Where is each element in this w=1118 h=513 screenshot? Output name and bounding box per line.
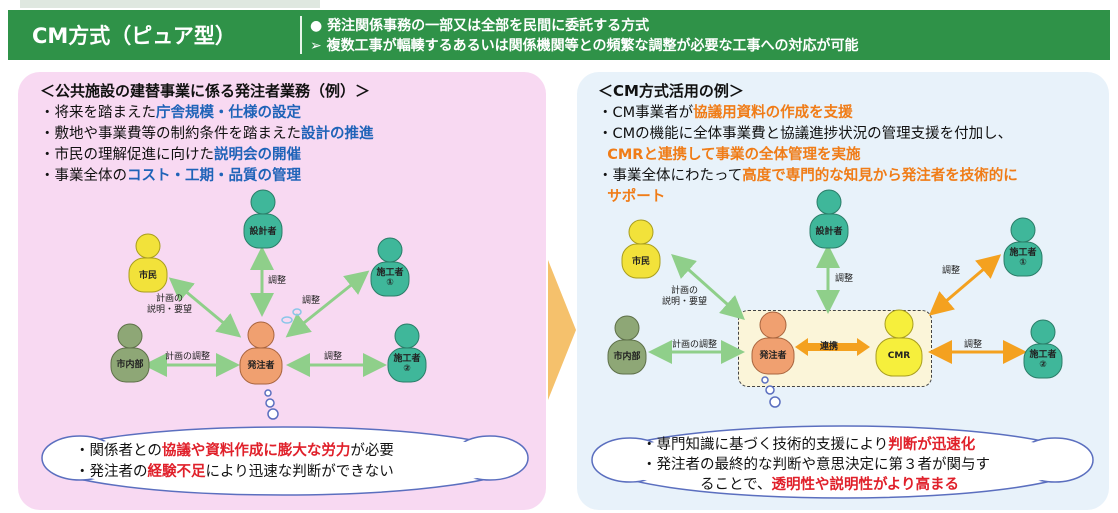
left-item-1: ・将来を踏まえた庁舎規模・仕様の設定 bbox=[40, 105, 301, 121]
right-item-1: ・CM事業者が協議用資料の作成を支援 bbox=[598, 105, 853, 121]
label-designer-right: 設計者 bbox=[815, 227, 843, 237]
header-bullet-2: ➢ 複数工事が輻輳するあるいは関係機関等との頻繁な調整が必要な工事への対応が可能 bbox=[310, 38, 859, 54]
left-panel-title: ＜公共施設の建替事業に係る発注者業務（例）＞ bbox=[40, 82, 371, 100]
label-internal-left: 市内部 bbox=[116, 360, 144, 370]
sweat-drop bbox=[281, 316, 293, 324]
edge-label-left-internal: 計画の調整 bbox=[165, 352, 211, 362]
right-panel-title: ＜CM方式活用の例＞ bbox=[598, 82, 744, 100]
left-item-4: ・事業全体のコスト・工期・品質の管理 bbox=[40, 168, 301, 184]
person-contractor2-left bbox=[384, 322, 430, 388]
thought-dot bbox=[765, 385, 775, 395]
header-title: CM方式（ピュア型） bbox=[32, 24, 236, 48]
edge-label-left-contractor1: 調整 bbox=[302, 296, 321, 306]
person-contractor1-right bbox=[1000, 216, 1046, 282]
right-item-5: サポート bbox=[607, 189, 666, 205]
transition-arrow bbox=[548, 260, 576, 400]
left-edge-contractor1 bbox=[285, 270, 370, 338]
header-bullet-1: ● 発注関係事務の一部又は全部を民間に委託する方式 bbox=[310, 18, 650, 34]
label-citizen-left: 市民 bbox=[138, 271, 157, 281]
label-owner-left: 発注者 bbox=[247, 361, 275, 371]
edge-label-left-citizen: 計画の 説明・要望 bbox=[147, 294, 193, 315]
right-edge-contractor1-line bbox=[928, 254, 1002, 316]
person-contractor1-left bbox=[367, 236, 413, 302]
label-owner-right: 発注者 bbox=[759, 351, 787, 361]
edge-label-left-contractor2: 調整 bbox=[324, 352, 343, 362]
right-cloud-line-1: ・専門知識に基づく技術的支援により判断が迅速化 bbox=[642, 437, 976, 453]
person-owner-right bbox=[748, 310, 798, 380]
label-contractor2-right: 施工者 ② bbox=[1029, 350, 1057, 370]
label-contractor2-left: 施工者 ② bbox=[393, 354, 421, 374]
label-designer-left: 設計者 bbox=[249, 227, 277, 237]
link-arrow bbox=[795, 338, 870, 356]
label-citizen-right: 市民 bbox=[631, 257, 650, 267]
edge-label-right-designer: 調整 bbox=[835, 274, 854, 284]
sweat-drop bbox=[292, 308, 302, 316]
label-contractor1-right: 施工者 ① bbox=[1009, 248, 1037, 268]
person-owner-left bbox=[236, 320, 286, 390]
label-internal-right: 市内部 bbox=[613, 352, 641, 362]
thought-dot bbox=[769, 396, 781, 408]
left-cloud-line-1: ・関係者との協議や資料作成に膨大な労力が必要 bbox=[75, 443, 394, 459]
header-banner: CM方式（ピュア型） ● 発注関係事務の一部又は全部を民間に委託する方式 ➢ 複… bbox=[8, 10, 1110, 60]
thought-dot bbox=[265, 398, 275, 408]
label-contractor1-left: 施工者 ① bbox=[376, 268, 404, 288]
label-cmr: CMR bbox=[887, 351, 911, 361]
person-internal-left bbox=[107, 322, 153, 388]
right-cloud-line-3: ることで、透明性や説明性がより高まる bbox=[700, 477, 959, 493]
thought-dot bbox=[264, 389, 272, 397]
thought-dot bbox=[761, 376, 769, 384]
header-top-strip bbox=[20, 0, 320, 8]
left-item-2: ・敷地や事業費等の制約条件を踏まえた設計の推進 bbox=[40, 126, 374, 142]
right-item-3: CMRと連携して事業の全体管理を実施 bbox=[607, 147, 861, 163]
header-divider bbox=[300, 16, 302, 54]
person-designer-right bbox=[806, 188, 852, 254]
edge-label-right-internal: 計画の調整 bbox=[672, 340, 718, 350]
edge-label-left-designer: 調整 bbox=[268, 276, 287, 286]
edge-label-right-contractor1: 調整 bbox=[942, 266, 961, 276]
person-citizen-right bbox=[618, 218, 664, 284]
person-citizen-left bbox=[125, 232, 171, 298]
edge-label-right-citizen: 計画の 説明・要望 bbox=[662, 286, 708, 307]
left-thought-cloud bbox=[41, 426, 529, 496]
right-edge-citizen-line bbox=[671, 254, 745, 320]
right-item-2: ・CMの機能に全体事業費と協議進捗状況の管理支援を付加し、 bbox=[598, 126, 1013, 142]
person-contractor2-right bbox=[1020, 318, 1066, 384]
left-edge-citizen bbox=[168, 277, 242, 338]
left-item-3: ・市民の理解促進に向けた説明会の開催 bbox=[40, 147, 301, 163]
link-label: 連携 bbox=[820, 342, 839, 352]
thought-dot bbox=[267, 408, 279, 420]
edge-label-right-contractor2: 調整 bbox=[964, 340, 983, 350]
right-item-4: ・事業全体にわたって高度で専門的な知見から発注者を技術的に bbox=[598, 168, 1018, 184]
right-cloud-line-2: ・発注者の最終的な判断や意思決定に第３者が関与す bbox=[642, 457, 990, 473]
person-internal-right bbox=[604, 314, 650, 380]
left-cloud-line-2: ・発注者の経験不足により迅速な判断ができない bbox=[75, 464, 394, 480]
person-cmr bbox=[872, 308, 926, 382]
right-thought-cloud-front bbox=[591, 425, 1094, 499]
person-designer-left bbox=[240, 188, 286, 254]
